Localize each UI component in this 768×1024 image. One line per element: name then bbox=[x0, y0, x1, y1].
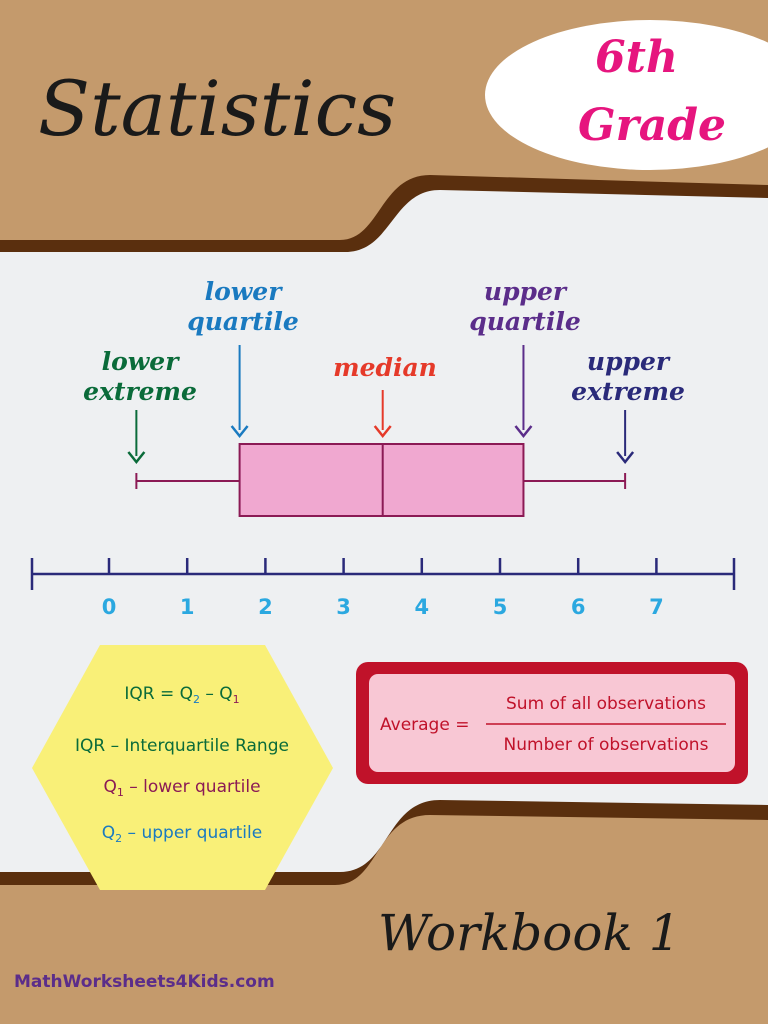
upper-extreme-line2: extreme bbox=[571, 377, 685, 406]
q1-definition: Q1 – lower quartile bbox=[103, 777, 260, 799]
tick-label: 0 bbox=[102, 595, 117, 619]
lower-quartile-label: lower quartile bbox=[187, 277, 298, 336]
median-arrow bbox=[373, 390, 392, 439]
grade-badge bbox=[485, 20, 768, 170]
grade-number: 6th bbox=[595, 32, 678, 83]
upper-extreme-arrow bbox=[616, 410, 635, 465]
tick-label: 7 bbox=[649, 595, 664, 619]
q2-definition: Q2 – upper quartile bbox=[102, 823, 262, 845]
upper-quartile-line1: upper bbox=[484, 277, 568, 306]
tick-label: 6 bbox=[571, 595, 586, 619]
iqr-formula: IQR = Q2 – Q1 bbox=[124, 684, 239, 706]
upper-quartile-arrow bbox=[514, 345, 533, 439]
iqr-hexagon bbox=[32, 645, 333, 890]
upper-quartile-label: upper quartile bbox=[469, 277, 580, 336]
average-denominator: Number of observations bbox=[504, 735, 709, 755]
tick-label: 2 bbox=[258, 595, 273, 619]
box-plot bbox=[127, 345, 635, 517]
average-box bbox=[369, 674, 735, 772]
lower-extreme-line2: extreme bbox=[83, 377, 197, 406]
lower-quartile-line1: lower bbox=[205, 277, 284, 306]
lower-quartile-arrow bbox=[230, 345, 249, 439]
page-title: Statistics bbox=[38, 64, 396, 153]
bottom-band bbox=[0, 838, 768, 1024]
iqr-definition: IQR – Interquartile Range bbox=[75, 736, 289, 756]
tick-label: 3 bbox=[336, 595, 351, 619]
workbook-title: Workbook 1 bbox=[378, 904, 681, 962]
site-url[interactable]: MathWorksheets4Kids.com bbox=[14, 972, 275, 992]
iqr-box bbox=[238, 443, 525, 517]
lower-extreme-line1: lower bbox=[102, 347, 181, 376]
lower-quartile-line2: quartile bbox=[187, 307, 298, 336]
upper-extreme-line1: upper bbox=[587, 347, 671, 376]
average-numerator: Sum of all observations bbox=[506, 694, 706, 714]
tick-label: 4 bbox=[414, 595, 429, 619]
tick-label: 5 bbox=[493, 595, 508, 619]
number-line: 0 1 2 3 4 5 6 7 bbox=[30, 558, 736, 619]
lower-extreme-arrow bbox=[127, 410, 146, 465]
tick-label: 1 bbox=[180, 595, 195, 619]
upper-quartile-line2: quartile bbox=[469, 307, 580, 336]
upper-extreme-label: upper extreme bbox=[571, 347, 685, 406]
grade-word: Grade bbox=[578, 100, 726, 151]
average-lhs: Average = bbox=[380, 715, 469, 735]
lower-extreme-label: lower extreme bbox=[83, 347, 197, 406]
median-label: median bbox=[333, 353, 437, 382]
